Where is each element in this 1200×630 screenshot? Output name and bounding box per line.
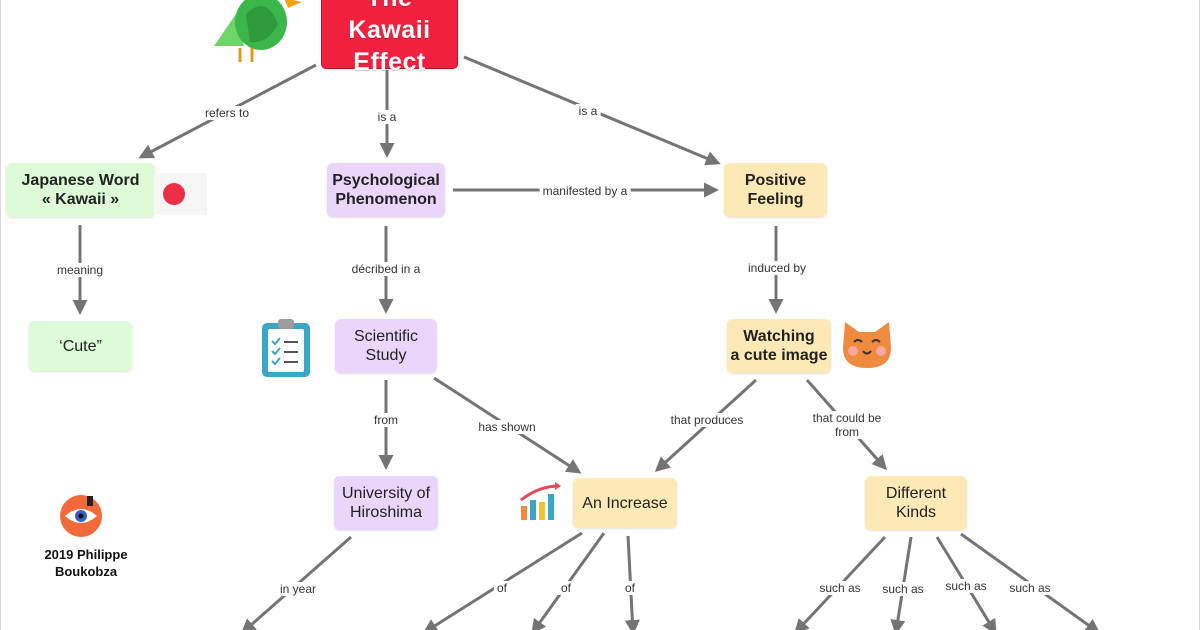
edge-label-refers-to: refers to: [201, 106, 253, 120]
node-university: University of Hiroshima: [334, 476, 438, 530]
eye-logo-icon: [60, 495, 102, 537]
node-cute: ‘Cute”: [29, 321, 132, 371]
edge-label-decribed: décribed in a: [348, 262, 424, 276]
parrot-icon: [214, 0, 302, 62]
node-watching: Watching a cute image: [727, 319, 831, 373]
node-scientific-study: Scientific Study: [335, 319, 437, 373]
edge-label-such-as-2: such as: [879, 582, 927, 596]
edge-label-such-as-4: such as: [1006, 581, 1054, 595]
edge-label-has-shown: has shown: [475, 420, 539, 434]
edge-label-such-as-3: such as: [942, 579, 990, 593]
node-japanese-word: Japanese Word « Kawaii »: [6, 163, 155, 217]
node-increase: An Increase: [573, 478, 677, 528]
edge-label-produces: that produces: [667, 413, 747, 427]
edge-label-could-be: that could be from: [809, 411, 885, 439]
edge-label-from: from: [371, 413, 401, 427]
edge-label-in-year: in year: [276, 582, 320, 596]
credit-text: 2019 Philippe Boukobza: [44, 547, 128, 579]
edge-label-meaning: meaning: [53, 263, 107, 277]
node-positive-feeling: Positive Feeling: [724, 163, 827, 217]
node-title: The Kawaii Effect: [321, 0, 458, 76]
bar-chart-icon: [520, 482, 561, 520]
edge-label-induced: induced by: [744, 261, 810, 275]
edge-label-manifested: manifested by a: [539, 184, 631, 198]
edge-label-of-3: of: [621, 581, 639, 595]
japan-flag-icon: [154, 173, 207, 215]
edge-label-of-1: of: [493, 581, 511, 595]
edge-label-is-a-1: is a: [374, 110, 400, 124]
clipboard-checklist-icon: [262, 319, 310, 377]
edge-label-is-a-2: is a: [575, 104, 601, 118]
node-psychological-phenomenon: Psychological Phenomenon: [327, 163, 445, 217]
edge-label-such-as-1: such as: [816, 581, 864, 595]
node-different-kinds: Different Kinds: [865, 476, 967, 530]
edge-label-of-2: of: [557, 581, 575, 595]
cat-face-icon: [843, 322, 891, 368]
